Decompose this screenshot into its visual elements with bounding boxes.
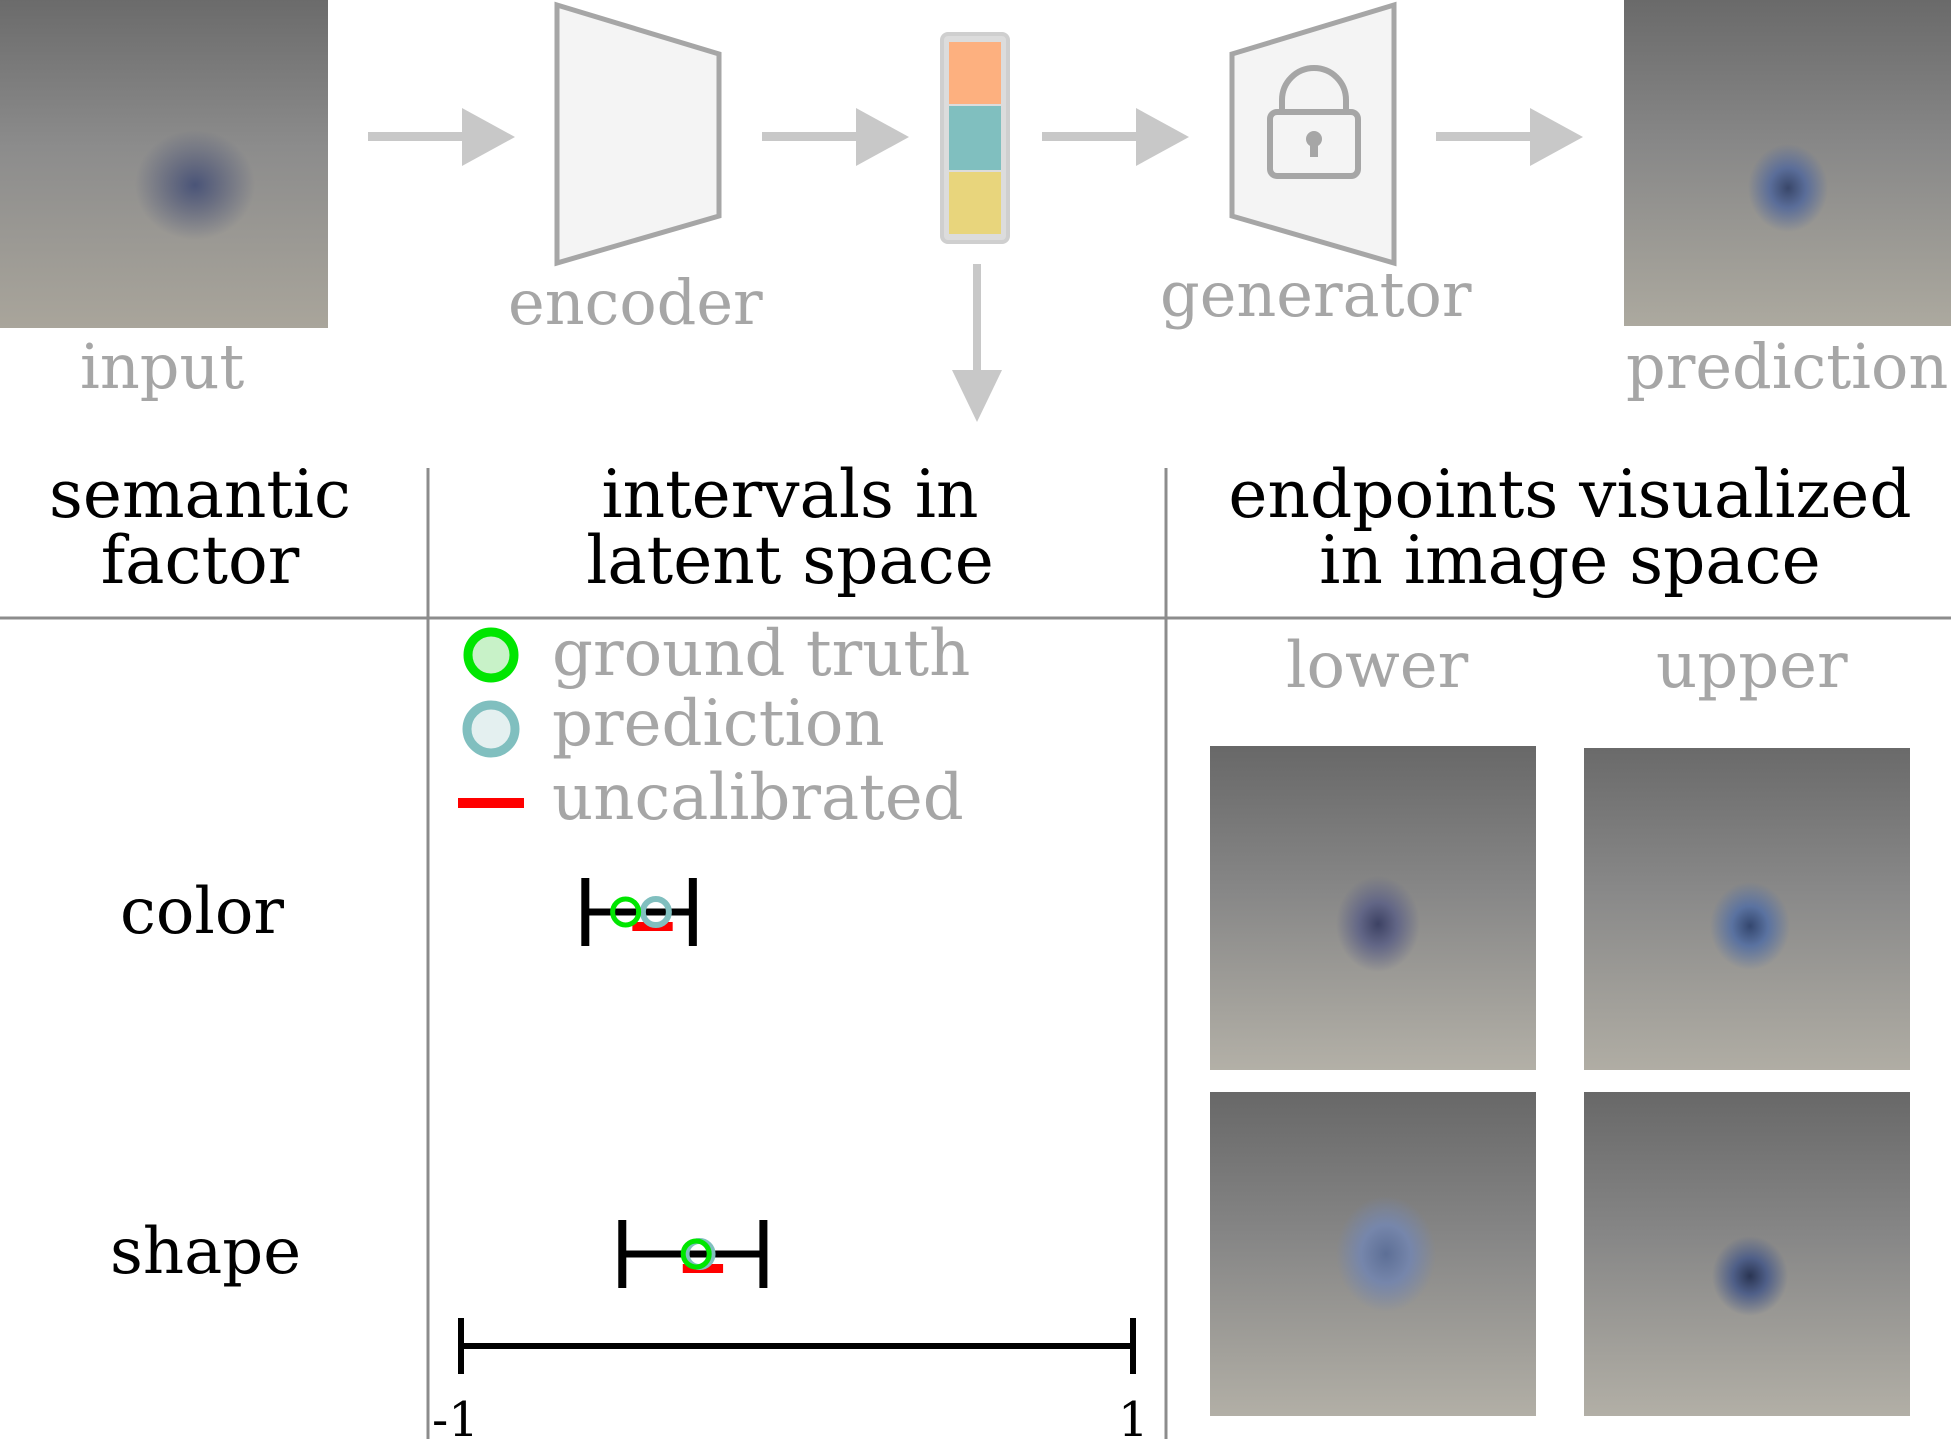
factor-label-color: color xyxy=(120,875,284,949)
col2-header: intervals in latent space xyxy=(500,462,1080,594)
col3-header-line2: in image space xyxy=(1319,522,1821,599)
arrow-icon xyxy=(762,108,909,166)
legend-ground-truth-marker xyxy=(463,627,519,683)
arrow-icon xyxy=(1436,108,1583,166)
upper-label: upper xyxy=(1656,629,1848,703)
latent-segment-1 xyxy=(949,42,1001,104)
latent-segment-3 xyxy=(949,172,1001,234)
arrow-icon xyxy=(368,108,515,166)
input-image xyxy=(0,0,328,328)
interval-chart xyxy=(458,878,1136,1374)
col3-header-line1: endpoints visualized xyxy=(1228,456,1912,533)
generator-label: generator xyxy=(1160,258,1472,331)
col2-header-line2: latent space xyxy=(586,522,994,599)
lower-label: lower xyxy=(1286,629,1469,703)
legend-uncalibrated-label: uncalibrated xyxy=(552,761,964,835)
col1-header-line2: factor xyxy=(100,522,300,599)
factor-label-shape: shape xyxy=(110,1215,302,1289)
col1-header: semantic factor xyxy=(0,462,400,594)
ground-truth-point-color xyxy=(610,896,642,928)
latent-vector xyxy=(940,32,1010,244)
legend-prediction-marker xyxy=(462,700,520,758)
axis-min-label: -1 xyxy=(432,1392,479,1448)
col3-header: endpoints visualized in image space xyxy=(1190,462,1950,594)
shape-lower-image xyxy=(1210,1092,1536,1416)
ground-truth-point-shape xyxy=(680,1238,712,1270)
col1-header-line1: semantic xyxy=(49,456,351,533)
prediction-label: prediction xyxy=(1626,330,1949,403)
arrow-down-icon xyxy=(952,264,1002,422)
latent-segment-2 xyxy=(949,106,1001,170)
legend-prediction-label: prediction xyxy=(552,687,885,761)
prediction-image xyxy=(1624,0,1951,326)
axis-max-label: 1 xyxy=(1118,1392,1149,1448)
prediction-point-color xyxy=(639,896,672,928)
legend-uncalibrated-marker xyxy=(458,798,524,808)
color-lower-image xyxy=(1210,746,1536,1070)
input-label: input xyxy=(80,330,245,403)
arrow-icon xyxy=(1042,108,1189,166)
legend-ground-truth-label: ground truth xyxy=(552,617,971,691)
encoder-label: encoder xyxy=(508,266,763,339)
encoder-shape xyxy=(554,1,722,267)
shape-upper-image xyxy=(1584,1092,1910,1416)
col2-header-line1: intervals in xyxy=(601,456,979,533)
color-upper-image xyxy=(1584,748,1910,1070)
lock-icon xyxy=(1267,65,1361,179)
